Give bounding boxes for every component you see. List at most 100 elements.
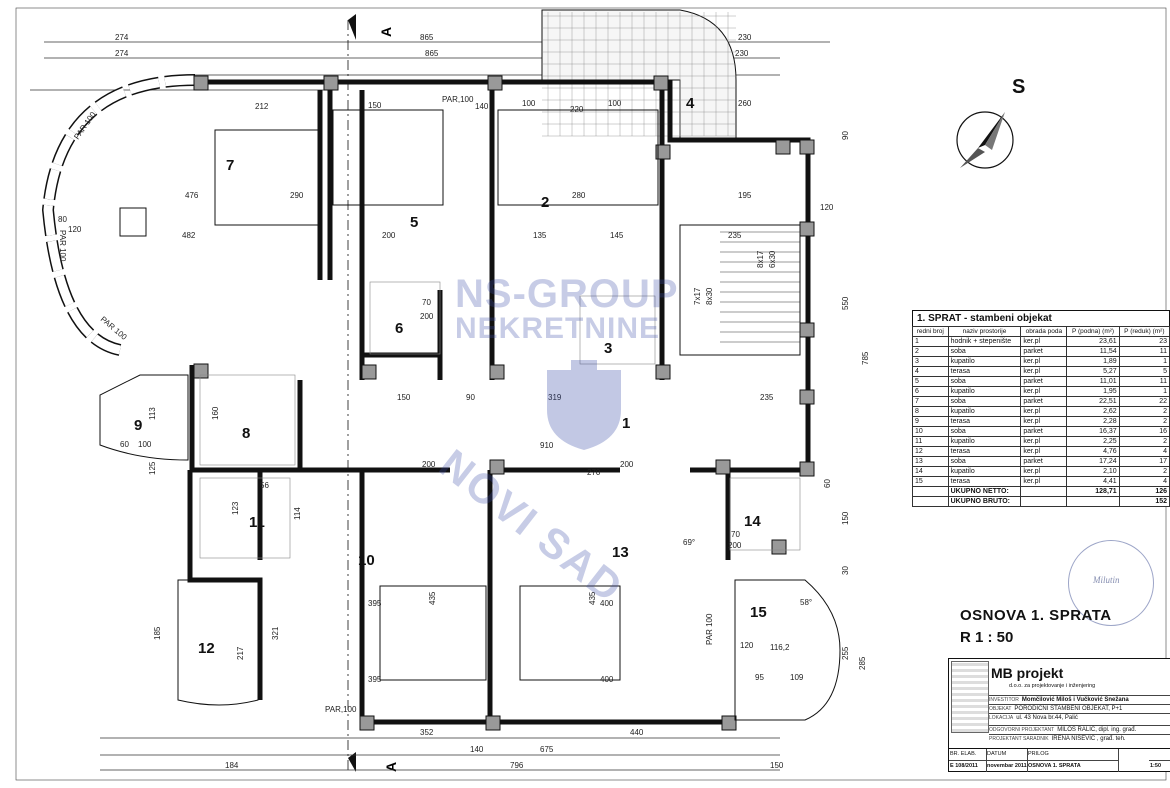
svg-text:280: 280: [572, 191, 586, 200]
svg-text:113: 113: [148, 407, 157, 420]
dim-865-a: 865: [420, 33, 434, 42]
svg-text:90: 90: [841, 131, 850, 140]
room-label-10: 10: [358, 552, 375, 569]
svg-text:185: 185: [153, 626, 162, 640]
room-label-9: 9: [134, 417, 142, 434]
svg-text:PAR,100: PAR,100: [325, 705, 357, 714]
terrace-4-tiles: [541, 9, 737, 139]
svg-text:PAR 100: PAR 100: [58, 230, 67, 262]
room-schedule-cell: 2,28: [1066, 416, 1120, 427]
room-schedule-cell: kupatilo: [947, 356, 1022, 367]
section-marker-top: A: [347, 14, 394, 770]
room-schedule-cell: ker.pl: [1020, 336, 1068, 347]
room-label-14: 14: [744, 513, 761, 530]
room-schedule-cell: 7: [912, 396, 949, 407]
outer-walls: [187, 79, 811, 725]
room-label-5: 5: [410, 214, 418, 231]
room-schedule-cell: parket: [1020, 346, 1068, 357]
svg-text:321: 321: [271, 626, 280, 640]
svg-text:7x17: 7x17: [693, 287, 702, 305]
dim-150: 150: [368, 101, 382, 110]
svg-text:60: 60: [120, 440, 129, 449]
svg-text:70: 70: [731, 530, 740, 539]
room-schedule-cell: kupatilo: [947, 386, 1022, 397]
room-schedule-title: 1. SPRAT - stambeni objekat: [912, 310, 1170, 326]
svg-text:476: 476: [185, 191, 199, 200]
room-schedule-cell: 1: [1118, 386, 1170, 397]
doc-attachment: OSNOVA 1. SPRATA: [1027, 760, 1119, 772]
room-schedule-cell: 15: [912, 476, 949, 487]
room-schedule-cell: ker.pl: [1020, 476, 1068, 487]
dim-100-a: 100: [522, 99, 536, 108]
svg-text:440: 440: [630, 728, 644, 737]
dim-100-b: 100: [608, 99, 622, 108]
bottom-dimension-lines: 352 675 796 184 150 140 440: [100, 728, 784, 771]
svg-text:255: 255: [841, 646, 850, 660]
room-schedule-cell: 2: [1118, 416, 1170, 427]
dim-230-b: 230: [735, 49, 749, 58]
svg-text:319: 319: [548, 393, 562, 402]
room-schedule-cell: kupatilo: [947, 406, 1022, 417]
room-schedule-cell: 23,61: [1066, 336, 1120, 347]
svg-text:785: 785: [861, 351, 870, 365]
svg-text:195: 195: [738, 191, 752, 200]
room-schedule-cell: 5: [1118, 366, 1170, 377]
room-schedule-cell: soba: [947, 456, 1022, 467]
svg-text:435: 435: [428, 591, 437, 605]
official-stamp: Milutin: [1068, 540, 1154, 626]
room-schedule-cell: ker.pl: [1020, 406, 1068, 417]
north-compass-icon: [956, 111, 1014, 169]
svg-text:A: A: [378, 27, 394, 37]
room-schedule-cell: soba: [947, 346, 1022, 357]
room-schedule-cell: 6: [912, 386, 949, 397]
svg-text:200: 200: [620, 460, 634, 469]
svg-text:395: 395: [368, 675, 382, 684]
room-schedule-cell: hodnik + stepenište: [947, 336, 1022, 347]
room-label-15: 15: [750, 604, 767, 621]
room-schedule-cell: 4: [912, 366, 949, 377]
room-schedule-cell: 16,37: [1066, 426, 1120, 437]
room-labels: 1 2 3 4 5 6 7 8 9 10 11 12 13 14 15: [134, 95, 767, 657]
room-schedule-cell: 2,25: [1066, 436, 1120, 447]
room-schedule-cell: 23: [1118, 336, 1170, 347]
room-schedule-cell: soba: [947, 396, 1022, 407]
svg-text:352: 352: [420, 728, 434, 737]
interior-dimensions: 476 482 290 280 195 200 135 145 235 150 …: [58, 131, 870, 714]
room-schedule-cell: 11: [912, 436, 949, 447]
room-schedule-cell: kupatilo: [947, 466, 1022, 477]
doc-date: novembar 2011: [986, 760, 1028, 772]
room-schedule-cell: 4: [1118, 476, 1170, 487]
doc-scale: 1:50: [1149, 760, 1170, 772]
furniture-beds: [119, 109, 659, 681]
svg-text:796: 796: [510, 761, 524, 770]
room-label-2: 2: [541, 194, 549, 211]
svg-text:200: 200: [420, 312, 434, 321]
room-schedule-cell: terasa: [947, 366, 1022, 377]
svg-text:395: 395: [368, 599, 382, 608]
room-schedule-cell: 1: [1118, 356, 1170, 367]
room-schedule-cell: ker.pl: [1020, 466, 1068, 477]
room-schedule-cell: kupatilo: [947, 436, 1022, 447]
room-schedule-cell: 3: [912, 356, 949, 367]
svg-text:123: 123: [231, 501, 240, 515]
section-marker-bottom: A: [348, 752, 399, 772]
svg-text:114: 114: [293, 507, 302, 520]
brutto-red: 152: [1118, 496, 1170, 507]
netto-label: UKUPNO NETTO:: [947, 486, 1022, 497]
room-schedule-cell: 2: [1118, 466, 1170, 477]
plan-title: OSNOVA 1. SPRATA: [960, 607, 1112, 624]
room-schedule-cell: 2,10: [1066, 466, 1120, 477]
svg-text:285: 285: [858, 656, 867, 670]
room-label-3: 3: [604, 340, 612, 357]
room-schedule-cell: 4,41: [1066, 476, 1120, 487]
watermark-line-1: NS-GROUP: [455, 272, 679, 316]
par100-top: PAR,100: [442, 95, 474, 104]
